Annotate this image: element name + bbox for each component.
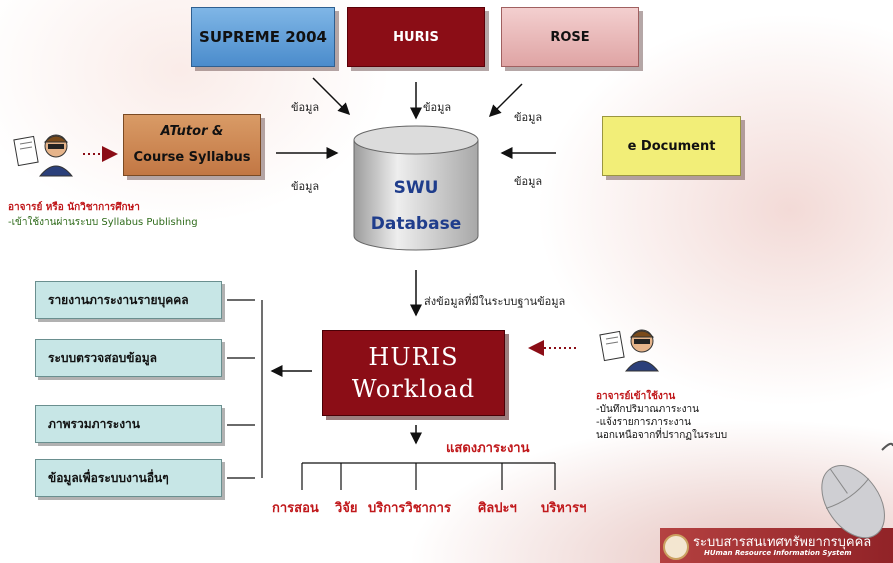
instructor-desc: -เข้าใช้งานผ่านระบบ Syllabus Publishing xyxy=(8,217,198,228)
category-arts: ศิลปะฯ xyxy=(478,501,517,516)
output-workload-overview: ภาพรวมภาระงาน xyxy=(35,405,222,443)
huris-source-label: HURIS xyxy=(393,29,439,45)
transfer-label: ส่งข้อมูลที่มีในระบบฐานข้อมูล xyxy=(424,295,566,308)
atutor-label-line1: ATutor & xyxy=(160,124,224,139)
rose-label: ROSE xyxy=(550,29,590,45)
footer-title: ระบบสารสนเทศทรัพยากรบุคคล xyxy=(693,535,872,550)
instructor-title: อาจารย์ หรือ นักวิชาการศึกษา xyxy=(8,202,140,213)
supreme-2004-box: SUPREME 2004 xyxy=(191,7,335,67)
footer-subtitle: HUman Resource Information System xyxy=(704,549,852,557)
lecturer-icon xyxy=(598,325,662,373)
footer-seal-icon xyxy=(663,534,689,560)
data-label-edoc: ข้อมูล xyxy=(514,175,543,188)
huris-source-box: HURIS xyxy=(347,7,485,67)
e-document-label: e Document xyxy=(627,138,716,154)
database-label-line2: Database xyxy=(370,214,462,234)
huris-workload-box: HURIS Workload xyxy=(322,330,505,416)
atutor-box: ATutor & Course Syllabus xyxy=(123,114,261,176)
data-label-atutor: ข้อมูล xyxy=(291,180,320,193)
category-administration: บริหารฯ xyxy=(541,501,587,516)
workload-label-line2: Workload xyxy=(351,375,476,403)
output-individual-report: รายงานภาระงานรายบุคคล xyxy=(35,281,222,319)
rose-box: ROSE xyxy=(501,7,639,67)
output-label: ระบบตรวจสอบข้อมูล xyxy=(48,350,157,365)
database-label-line1: SWU xyxy=(393,178,439,198)
atutor-label-line2: Course Syllabus xyxy=(133,150,251,165)
workload-label-line1: HURIS xyxy=(368,343,459,371)
e-document-box: e Document xyxy=(602,116,741,176)
output-data-verification: ระบบตรวจสอบข้อมูล xyxy=(35,339,222,377)
instructor-icon xyxy=(12,130,76,178)
show-workload-label: แสดงภาระงาน xyxy=(446,441,530,456)
output-other-systems: ข้อมูลเพื่อระบบงานอื่นๆ xyxy=(35,459,222,497)
mouse-icon xyxy=(812,440,893,546)
lecturer-caption: อาจารย์เข้าใช้งาน -บันทึกปริมาณภาระงาน -… xyxy=(596,390,727,442)
lecturer-item-3: นอกเหนือจากที่ปรากฏในระบบ xyxy=(596,430,728,441)
output-label: ข้อมูลเพื่อระบบงานอื่นๆ xyxy=(48,470,169,485)
arrow-rose-db xyxy=(488,83,523,118)
arrow-supreme-db xyxy=(312,77,351,116)
data-label-supreme: ข้อมูล xyxy=(291,101,320,114)
category-teaching: การสอน xyxy=(272,501,319,516)
instructor-caption: อาจารย์ หรือ นักวิชาการศึกษา -เข้าใช้งาน… xyxy=(8,200,198,230)
data-label-rose: ข้อมูล xyxy=(514,111,543,124)
supreme-label: SUPREME 2004 xyxy=(199,28,327,46)
database-icon xyxy=(353,125,479,251)
data-label-huris: ข้อมูล xyxy=(423,101,452,114)
swu-database-cylinder: SWU Database xyxy=(352,124,480,252)
lecturer-item-1: -บันทึกปริมาณภาระงาน xyxy=(596,404,699,415)
lecturer-item-2: -แจ้งรายการภาระงาน xyxy=(596,417,691,428)
output-label: รายงานภาระงานรายบุคคล xyxy=(48,292,189,307)
category-academic-service: บริการวิชาการ xyxy=(368,501,451,516)
lecturer-title: อาจารย์เข้าใช้งาน xyxy=(596,391,676,402)
output-label: ภาพรวมภาระงาน xyxy=(48,416,140,431)
category-research: วิจัย xyxy=(335,501,358,516)
